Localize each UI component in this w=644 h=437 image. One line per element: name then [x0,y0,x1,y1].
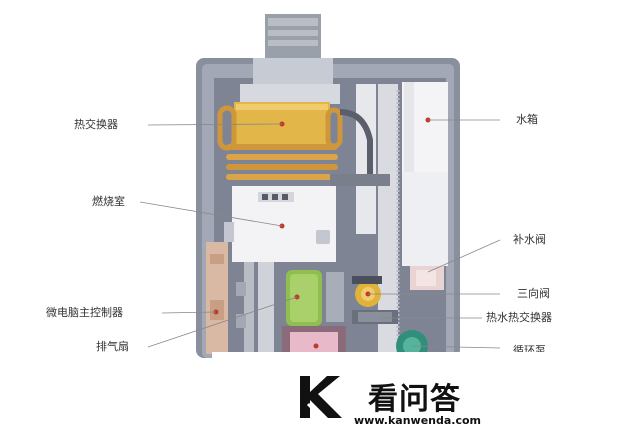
label-microcomputer-controller: 微电脑主控制器 [46,306,123,319]
label-exhaust-fan: 排气扇 [96,340,129,353]
leader-makeup-valve [427,239,501,273]
label-three-way-valve: 三向阀 [517,287,550,300]
leader-heat-exchanger [147,123,283,126]
label-combustion-chamber: 燃烧室 [92,195,125,208]
watermark-logo-text: 看问答 [368,382,461,417]
leader-exhaust-fan [147,296,298,348]
watermark-url: www.kanwenda.com [354,414,481,427]
label-circulation-pump: 循环泵 [513,344,546,352]
leader-pump [411,345,501,349]
leader-controller [161,311,217,314]
leader-combustion-chamber [139,201,283,227]
label-makeup-valve: 补水阀 [513,233,546,246]
label-water-tank: 水箱 [516,113,538,126]
label-heat-exchanger: 热交换器 [74,118,118,131]
label-hot-water-heat-exchanger: 热水热交换器 [486,311,552,324]
watermark-overlay [212,352,644,437]
watermark-k-logo-icon [300,376,342,418]
